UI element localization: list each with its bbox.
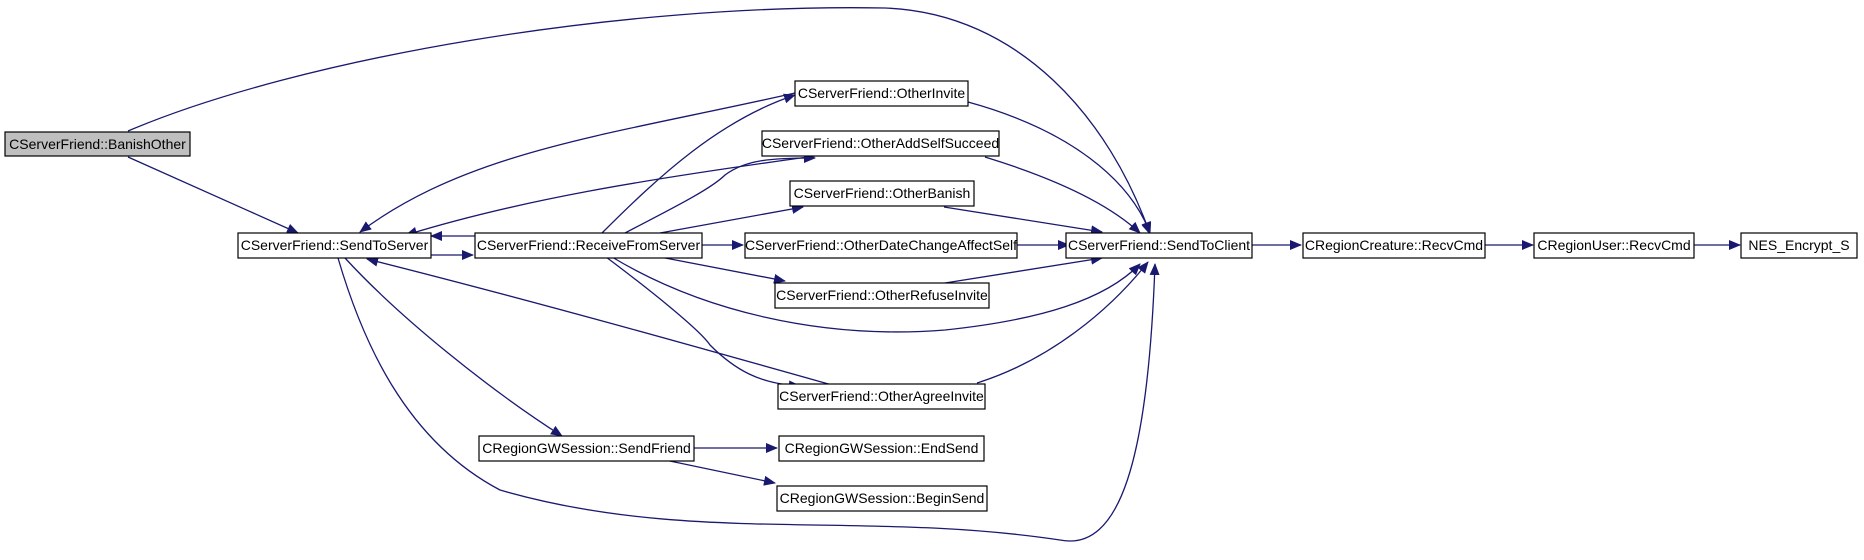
edge-receive-from-server-to-other-invite [601,93,796,234]
node-label: CServerFriend::BanishOther [9,136,186,152]
edge-send-to-server-to-gw-send-friend [344,257,563,437]
node-label: CServerFriend::OtherAgreeInvite [779,388,984,404]
edge-other-invite-to-send-to-server [359,92,796,233]
node-other-banish[interactable]: CServerFriend::OtherBanish [789,180,975,207]
node-send-to-client[interactable]: CServerFriend::SendToClient [1065,232,1253,259]
edge-other-agree-invite-to-send-to-client [976,261,1149,384]
node-label: CServerFriend::OtherDateChangeAffectSelf [745,237,1017,253]
edge-other-refuse-invite-to-send-to-client [944,254,1103,284]
node-gw-begin-send[interactable]: CRegionGWSession::BeginSend [776,485,988,512]
node-region-user-recvcmd[interactable]: CRegionUser::RecvCmd [1533,232,1695,259]
node-label: CRegionGWSession::SendFriend [482,440,691,456]
node-label: NES_Encrypt_S [1748,237,1849,253]
node-label: CRegionGWSession::EndSend [785,440,979,456]
node-other-date-change[interactable]: CServerFriend::OtherDateChangeAffectSelf [744,232,1018,259]
node-nes-encrypt[interactable]: NES_Encrypt_S [1740,232,1858,259]
node-banish-other[interactable]: CServerFriend::BanishOther [4,131,191,157]
edge-send-to-server-to-send-to-client [337,257,1160,542]
node-label: CServerFriend::OtherRefuseInvite [776,287,988,303]
node-label: CRegionGWSession::BeginSend [780,490,985,506]
edge-other-add-self-succeed-to-send-to-client [984,156,1141,234]
edge-other-agree-invite-to-send-to-server [366,256,833,386]
node-label: CRegionUser::RecvCmd [1537,237,1690,253]
nodes: CServerFriend::BanishOther CServerFriend… [4,80,1858,512]
edge-banish-other-to-send-to-server [127,156,299,234]
node-label: CRegionCreature::RecvCmd [1305,237,1483,253]
node-label: CServerFriend::OtherAddSelfSucceed [762,135,999,151]
edge-receive-from-server-to-send-to-client [611,256,1141,333]
node-other-invite[interactable]: CServerFriend::OtherInvite [794,80,969,107]
node-region-creature-recvcmd[interactable]: CRegionCreature::RecvCmd [1302,232,1486,259]
node-send-to-server[interactable]: CServerFriend::SendToServer [237,232,432,259]
edge-receive-from-server-to-other-add-self-succeed [624,153,816,234]
node-other-add-self-succeed[interactable]: CServerFriend::OtherAddSelfSucceed [761,130,1000,157]
node-receive-from-server[interactable]: CServerFriend::ReceiveFromServer [474,232,703,259]
edge-gw-send-friend-to-gw-begin-send [664,459,776,486]
edge-receive-from-server-to-other-banish [659,204,804,234]
node-gw-send-friend[interactable]: CRegionGWSession::SendFriend [478,435,695,462]
edge-other-banish-to-send-to-client [943,206,1103,236]
edge-other-add-self-succeed-to-send-to-server [405,155,816,237]
node-gw-end-send[interactable]: CRegionGWSession::EndSend [778,435,985,462]
node-label: CServerFriend::OtherInvite [798,85,965,101]
node-other-agree-invite[interactable]: CServerFriend::OtherAgreeInvite [777,383,986,410]
edge-receive-from-server-to-other-agree-invite [605,256,801,391]
node-label: CServerFriend::SendToServer [241,237,429,253]
edge-receive-from-server-to-other-refuse-invite [659,256,786,284]
edge-other-invite-to-send-to-client [967,101,1151,234]
node-label: CServerFriend::ReceiveFromServer [477,237,701,253]
edges [127,7,1741,542]
node-label: CServerFriend::OtherBanish [794,185,971,201]
edge-banish-other-to-send-to-client [127,7,1152,235]
node-label: CServerFriend::SendToClient [1068,237,1250,253]
node-other-refuse-invite[interactable]: CServerFriend::OtherRefuseInvite [774,282,990,309]
